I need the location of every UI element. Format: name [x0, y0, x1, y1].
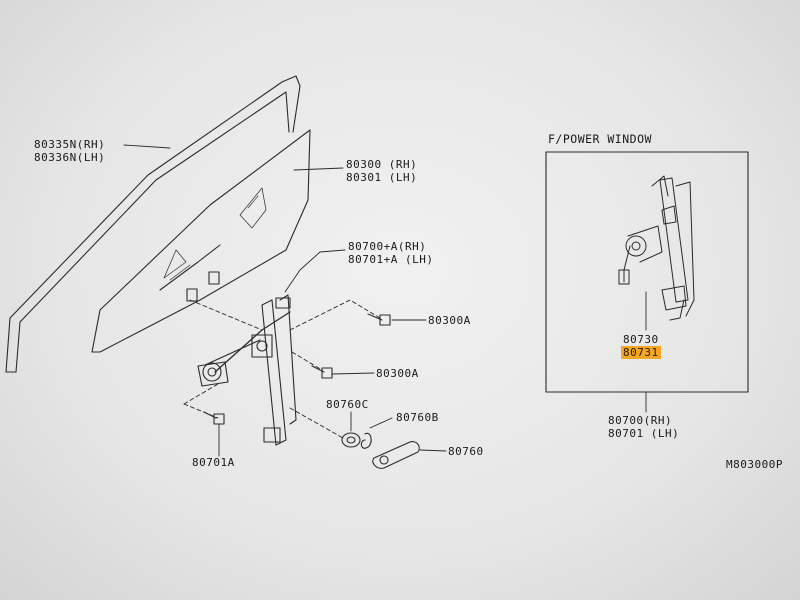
- inset-regulator-lh-label: 80701 (LH): [608, 427, 680, 440]
- weatherstrip-rh-label: 80335N(RH): [34, 138, 106, 151]
- clip-label: 80760B: [396, 411, 439, 424]
- door-glass-part: [91, 129, 311, 353]
- bolt-80701a-label: 80701A: [192, 456, 235, 469]
- glass-lh-label: 80301 (LH): [346, 171, 418, 184]
- motor-label-1: 80730: [623, 333, 659, 346]
- power-window-inset-box: [545, 151, 749, 393]
- power-window-regulator-part: [618, 175, 695, 321]
- bolt-80300a-label-2: 80300A: [376, 367, 419, 380]
- regulator-lh-label: 80701+A (LH): [348, 253, 434, 266]
- bush-label: 80760C: [326, 398, 369, 411]
- regulator-rh-label: 80700+A(RH): [348, 240, 427, 253]
- bolt-80300a-1: [367, 313, 391, 326]
- figure-code: M803000P: [726, 458, 783, 471]
- window-regulator-part: [197, 294, 297, 446]
- clip-part: [360, 432, 372, 449]
- leader-lines: [123, 144, 447, 457]
- bolt-80300a-label-1: 80300A: [428, 314, 471, 327]
- handle-part: [372, 441, 420, 469]
- handle-label: 80760: [448, 445, 484, 458]
- guide-lines: [183, 299, 381, 439]
- weatherstrip-part: [5, 75, 301, 373]
- inset-regulator-rh-label: 80700(RH): [608, 414, 673, 427]
- bush-part: [341, 432, 361, 448]
- bolt-80300a-2: [311, 365, 333, 379]
- motor-label-2-highlighted: 80731: [621, 346, 661, 359]
- weatherstrip-lh-label: 80336N(LH): [34, 151, 106, 164]
- inset-title: F/POWER WINDOW: [548, 132, 652, 146]
- glass-rh-label: 80300 (RH): [346, 158, 418, 171]
